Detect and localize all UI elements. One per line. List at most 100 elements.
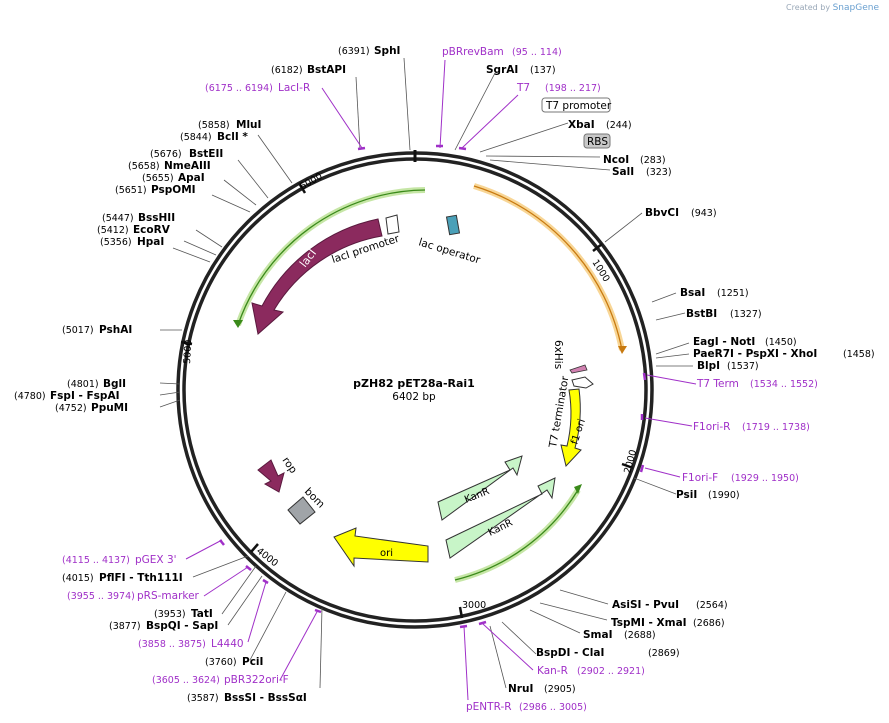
site-pos-SmaI: (2688) <box>624 630 656 641</box>
site-pos-BssHII: (5447) <box>102 213 134 224</box>
site-BglI: BglI <box>103 378 126 390</box>
site-FspI: FspI - FspAI <box>50 390 120 402</box>
site-TatI: TatI <box>191 608 213 620</box>
primer-pBRrevBam: pBRrevBam <box>442 46 504 58</box>
site-SphI: SphI <box>374 45 400 57</box>
site-pos-PsiI: (1990) <box>708 490 740 501</box>
site-NruI: NruI <box>508 683 533 695</box>
site-NmeAIII: NmeAIII <box>164 160 211 172</box>
bom-feature <box>287 496 316 525</box>
site-pos-SphI: (6391) <box>338 46 370 57</box>
credit-brand: SnapGene <box>832 3 879 13</box>
site-pos-BstBI: (1327) <box>730 309 762 320</box>
T7-promoter-box-label: T7 promoter <box>545 100 612 112</box>
primer-LacI-R: LacI-R <box>278 82 310 94</box>
primer-range-pBR322ori-F: (3605 .. 3624) <box>152 675 220 686</box>
site-PpuMI: PpuMI <box>91 402 128 414</box>
plasmid-name: pZH82 pET28a-Rai1 <box>353 377 475 390</box>
site-PsiI: PsiI <box>676 489 697 501</box>
snapgene-credit: Created by SnapGene <box>786 3 879 13</box>
site-pos-SgrAI: (137) <box>530 65 556 76</box>
primer-ticks <box>219 144 647 629</box>
site-pos-AsiSI: (2564) <box>696 600 728 611</box>
credit-prefix: Created by <box>786 3 831 12</box>
orf-arc <box>473 185 623 351</box>
site-pos-BbvCI: (943) <box>691 208 717 219</box>
site-pos-NmeAIII: (5658) <box>128 161 160 172</box>
site-pos-NcoI: (283) <box>640 155 666 166</box>
site-pos-NruI: (2905) <box>544 684 576 695</box>
site-pos-BlpI: (1537) <box>727 361 759 372</box>
site-pos-EcoRV: (5412) <box>97 225 129 236</box>
site-pos-SalI: (323) <box>646 167 672 178</box>
site-BclI: BclI * <box>217 131 248 143</box>
ruler-tick-4000 <box>250 543 259 553</box>
site-BstEII: BstEII <box>189 148 223 160</box>
site-pos-XbaI: (244) <box>606 120 632 131</box>
primer-range-F1ori-R: (1719 .. 1738) <box>742 422 810 433</box>
primer-range-LacI-R: (6175 .. 6194) <box>205 83 273 94</box>
site-pos-PshAI: (5017) <box>62 325 94 336</box>
ruler-tick-2000 <box>621 462 634 470</box>
primer-range-pENTR-R: (2986 .. 3005) <box>519 702 587 713</box>
site-BstBI: BstBI <box>686 308 717 320</box>
primer-F1ori-F: F1ori-F <box>682 472 718 484</box>
kanR-feature-1 <box>437 455 523 521</box>
primer-range-F1ori-F: (1929 .. 1950) <box>731 473 799 484</box>
site-BstAPI: BstAPI <box>307 64 346 76</box>
site-BspQI: BspQI - SapI <box>146 620 218 632</box>
site-pos-BglI: (4801) <box>67 379 99 390</box>
primer-L4440: L4440 <box>211 638 244 650</box>
site-SalI: SalI <box>612 166 634 178</box>
site-pos-BstEII: (5676) <box>150 149 182 160</box>
site-MluI: MluI <box>236 119 261 131</box>
T7-terminator-feature <box>571 376 594 389</box>
site-pos-ApaI: (5655) <box>142 173 174 184</box>
site-pos-BclI: (5844) <box>180 132 212 143</box>
lacI-orf-arrowhead <box>233 320 243 328</box>
primer-range-T7: (198 .. 217) <box>545 83 601 94</box>
f1-ori-feature <box>560 388 582 468</box>
site-PflFI: PflFI - Tth111I <box>99 572 183 584</box>
site-PciI: PciI <box>242 656 263 668</box>
lac-operator-feature <box>445 214 461 236</box>
lacI-promoter-feature <box>385 214 400 235</box>
primer-range-L4440: (3858 .. 3875) <box>138 639 206 650</box>
site-ApaI: ApaI <box>178 172 205 184</box>
kanR-feature-2 <box>445 477 556 559</box>
kanR-orf-arc <box>454 489 579 581</box>
site-pos-PpuMI: (4752) <box>55 403 87 414</box>
site-pos-BssSI: (3587) <box>187 693 219 704</box>
site-pos-BspDI: (2869) <box>648 648 680 659</box>
primer-T7-Term: T7 Term <box>696 378 739 390</box>
site-PaeR7I: PaeR7I - PspXI - XhoI <box>693 348 817 360</box>
site-pos-FspI: (4780) <box>14 391 46 402</box>
site-TspMI: TspMI - XmaI <box>611 617 687 629</box>
site-pos-PaeR7I: (1458) <box>843 349 875 360</box>
site-pos-PflFI: (4015) <box>62 573 94 584</box>
primer-pRS-marker: pRS-marker <box>137 590 200 602</box>
kanR-orf-arrowhead <box>574 484 582 494</box>
ruler-tick-3000 <box>458 606 464 619</box>
ruler-label-3000: 3000 <box>462 600 486 611</box>
primer-F1ori-R: F1ori-R <box>693 421 730 433</box>
T7-terminator-label: T7 terminator <box>547 375 572 450</box>
site-XbaI: XbaI <box>568 119 595 131</box>
lacI-feature <box>251 218 383 335</box>
site-pos-TatI: (3953) <box>154 609 186 620</box>
primer-pGEX3: pGEX 3' <box>135 554 177 566</box>
site-pos-BspQI: (3877) <box>109 621 141 632</box>
primer-Kan-R: Kan-R <box>537 665 568 677</box>
site-pos-BsaI: (1251) <box>717 288 749 299</box>
primer-range-pBRrevBam: (95 .. 114) <box>512 47 562 58</box>
primer-range-T7-Term: (1534 .. 1552) <box>750 379 818 390</box>
rop-label: rop <box>280 455 300 476</box>
plasmid-length: 6402 bp <box>392 391 436 403</box>
lac-operator-label: lac operator <box>417 236 482 266</box>
rop-feature <box>257 459 285 493</box>
site-BspDI: BspDI - ClaI <box>536 647 604 659</box>
site-BssSI: BssSI - BssSαI <box>224 692 307 704</box>
site-NcoI: NcoI <box>603 154 629 166</box>
site-EagI: EagI - NotI <box>693 336 755 348</box>
site-PshAI: PshAI <box>99 324 132 336</box>
